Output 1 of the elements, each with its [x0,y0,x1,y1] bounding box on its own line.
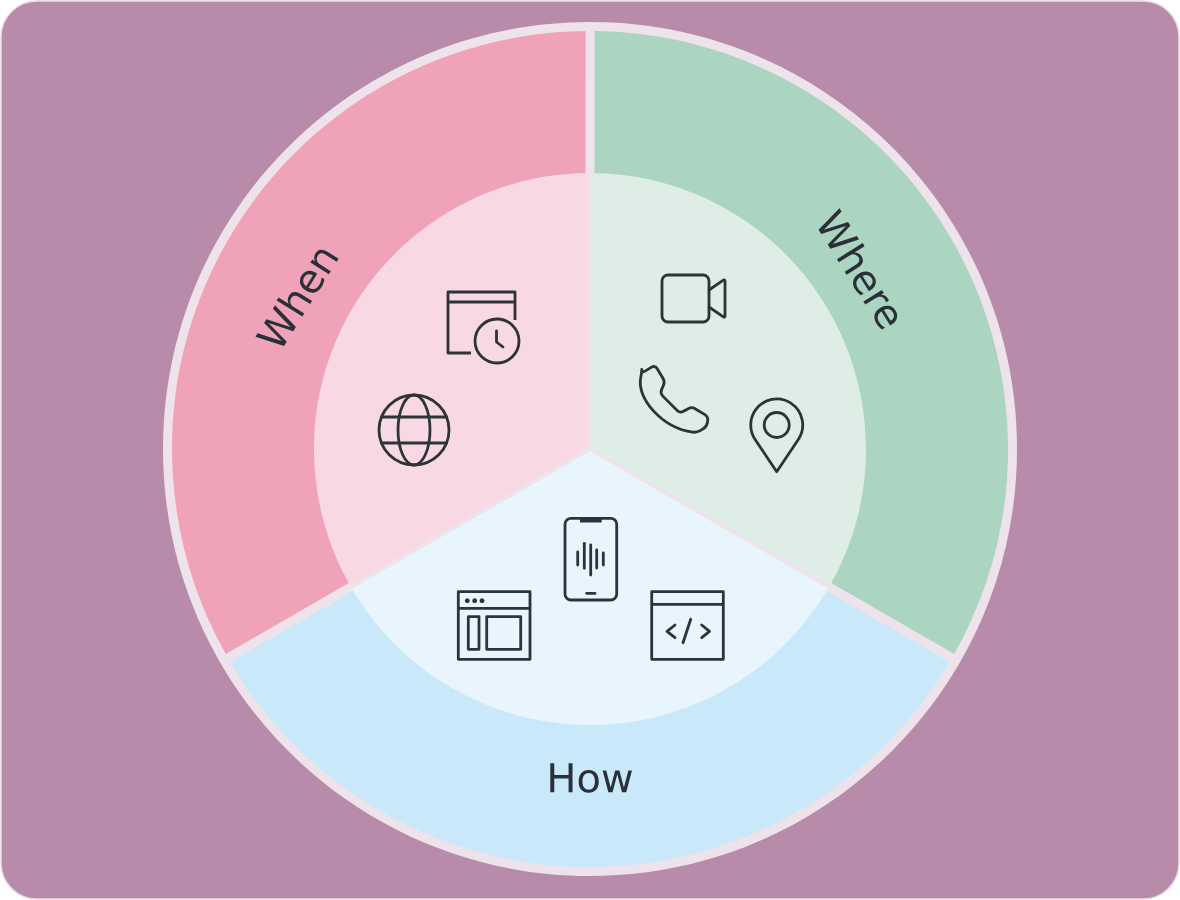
pie-segment: How [230,451,950,868]
